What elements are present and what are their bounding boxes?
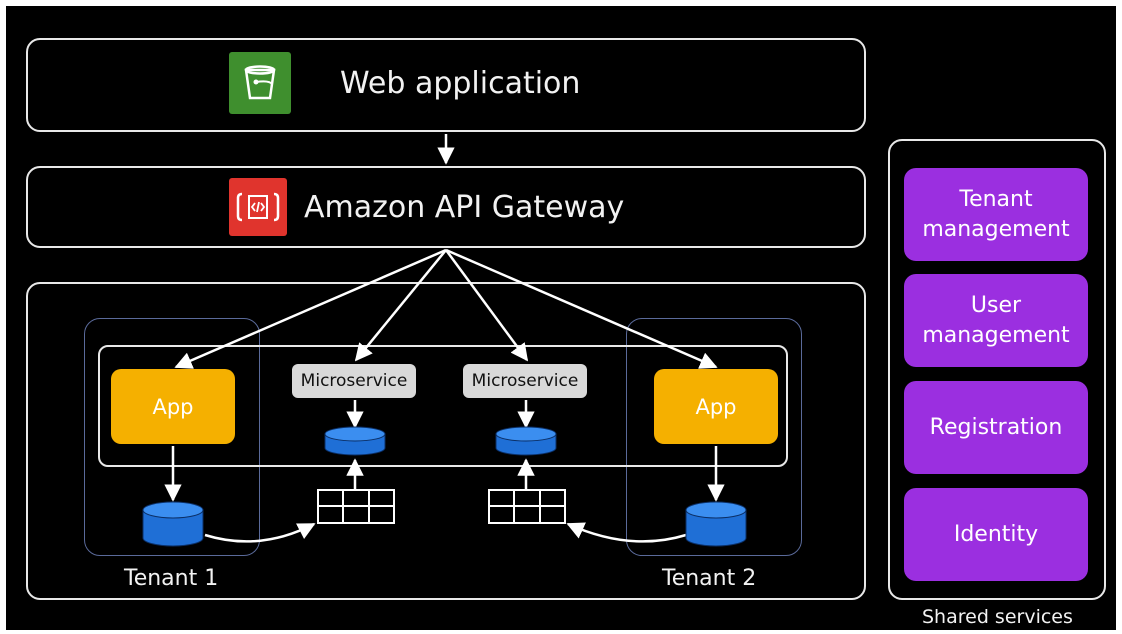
microservice-1: Microservice [292,364,416,398]
tenant-2-label: Tenant 2 [662,566,757,591]
tenant-1-boundary [84,318,260,556]
api-gateway-label: Amazon API Gateway [304,190,625,225]
s3-bucket-icon [229,52,291,114]
gateway-to-app1-arrow [174,248,447,369]
database-icon [142,501,204,547]
api-gateway-box [26,166,866,248]
tenant-1-label: Tenant 1 [124,566,219,591]
database-icon [495,426,557,456]
gateway-to-micro1-arrow [354,249,447,362]
tenant-2-boundary [626,318,802,556]
web-application-box [26,38,866,132]
shared-compute-box [98,345,788,467]
table-icon [317,489,395,524]
tenant-management-service: Tenant management [904,168,1088,261]
db2-to-table2-arrow [566,522,687,543]
database-icon [685,501,747,547]
database-icon [324,426,386,456]
identity-service: Identity [904,488,1088,581]
user-management-service: User management [904,274,1088,367]
shared-services-label: Shared services [922,606,1073,628]
registration-service: Registration [904,381,1088,474]
tenant-1-app: App [111,369,235,444]
web-application-label: Web application [340,66,581,101]
shared-services-container [888,139,1106,600]
microservice-2: Microservice [463,364,587,398]
tenant-2-app: App [654,369,778,444]
gateway-to-micro2-arrow [444,249,529,362]
tenants-container [26,282,866,600]
table-icon [488,489,566,524]
db1-to-table1-arrow [204,522,316,543]
gateway-to-app2-arrow [445,248,718,369]
api-gateway-icon [229,178,287,236]
